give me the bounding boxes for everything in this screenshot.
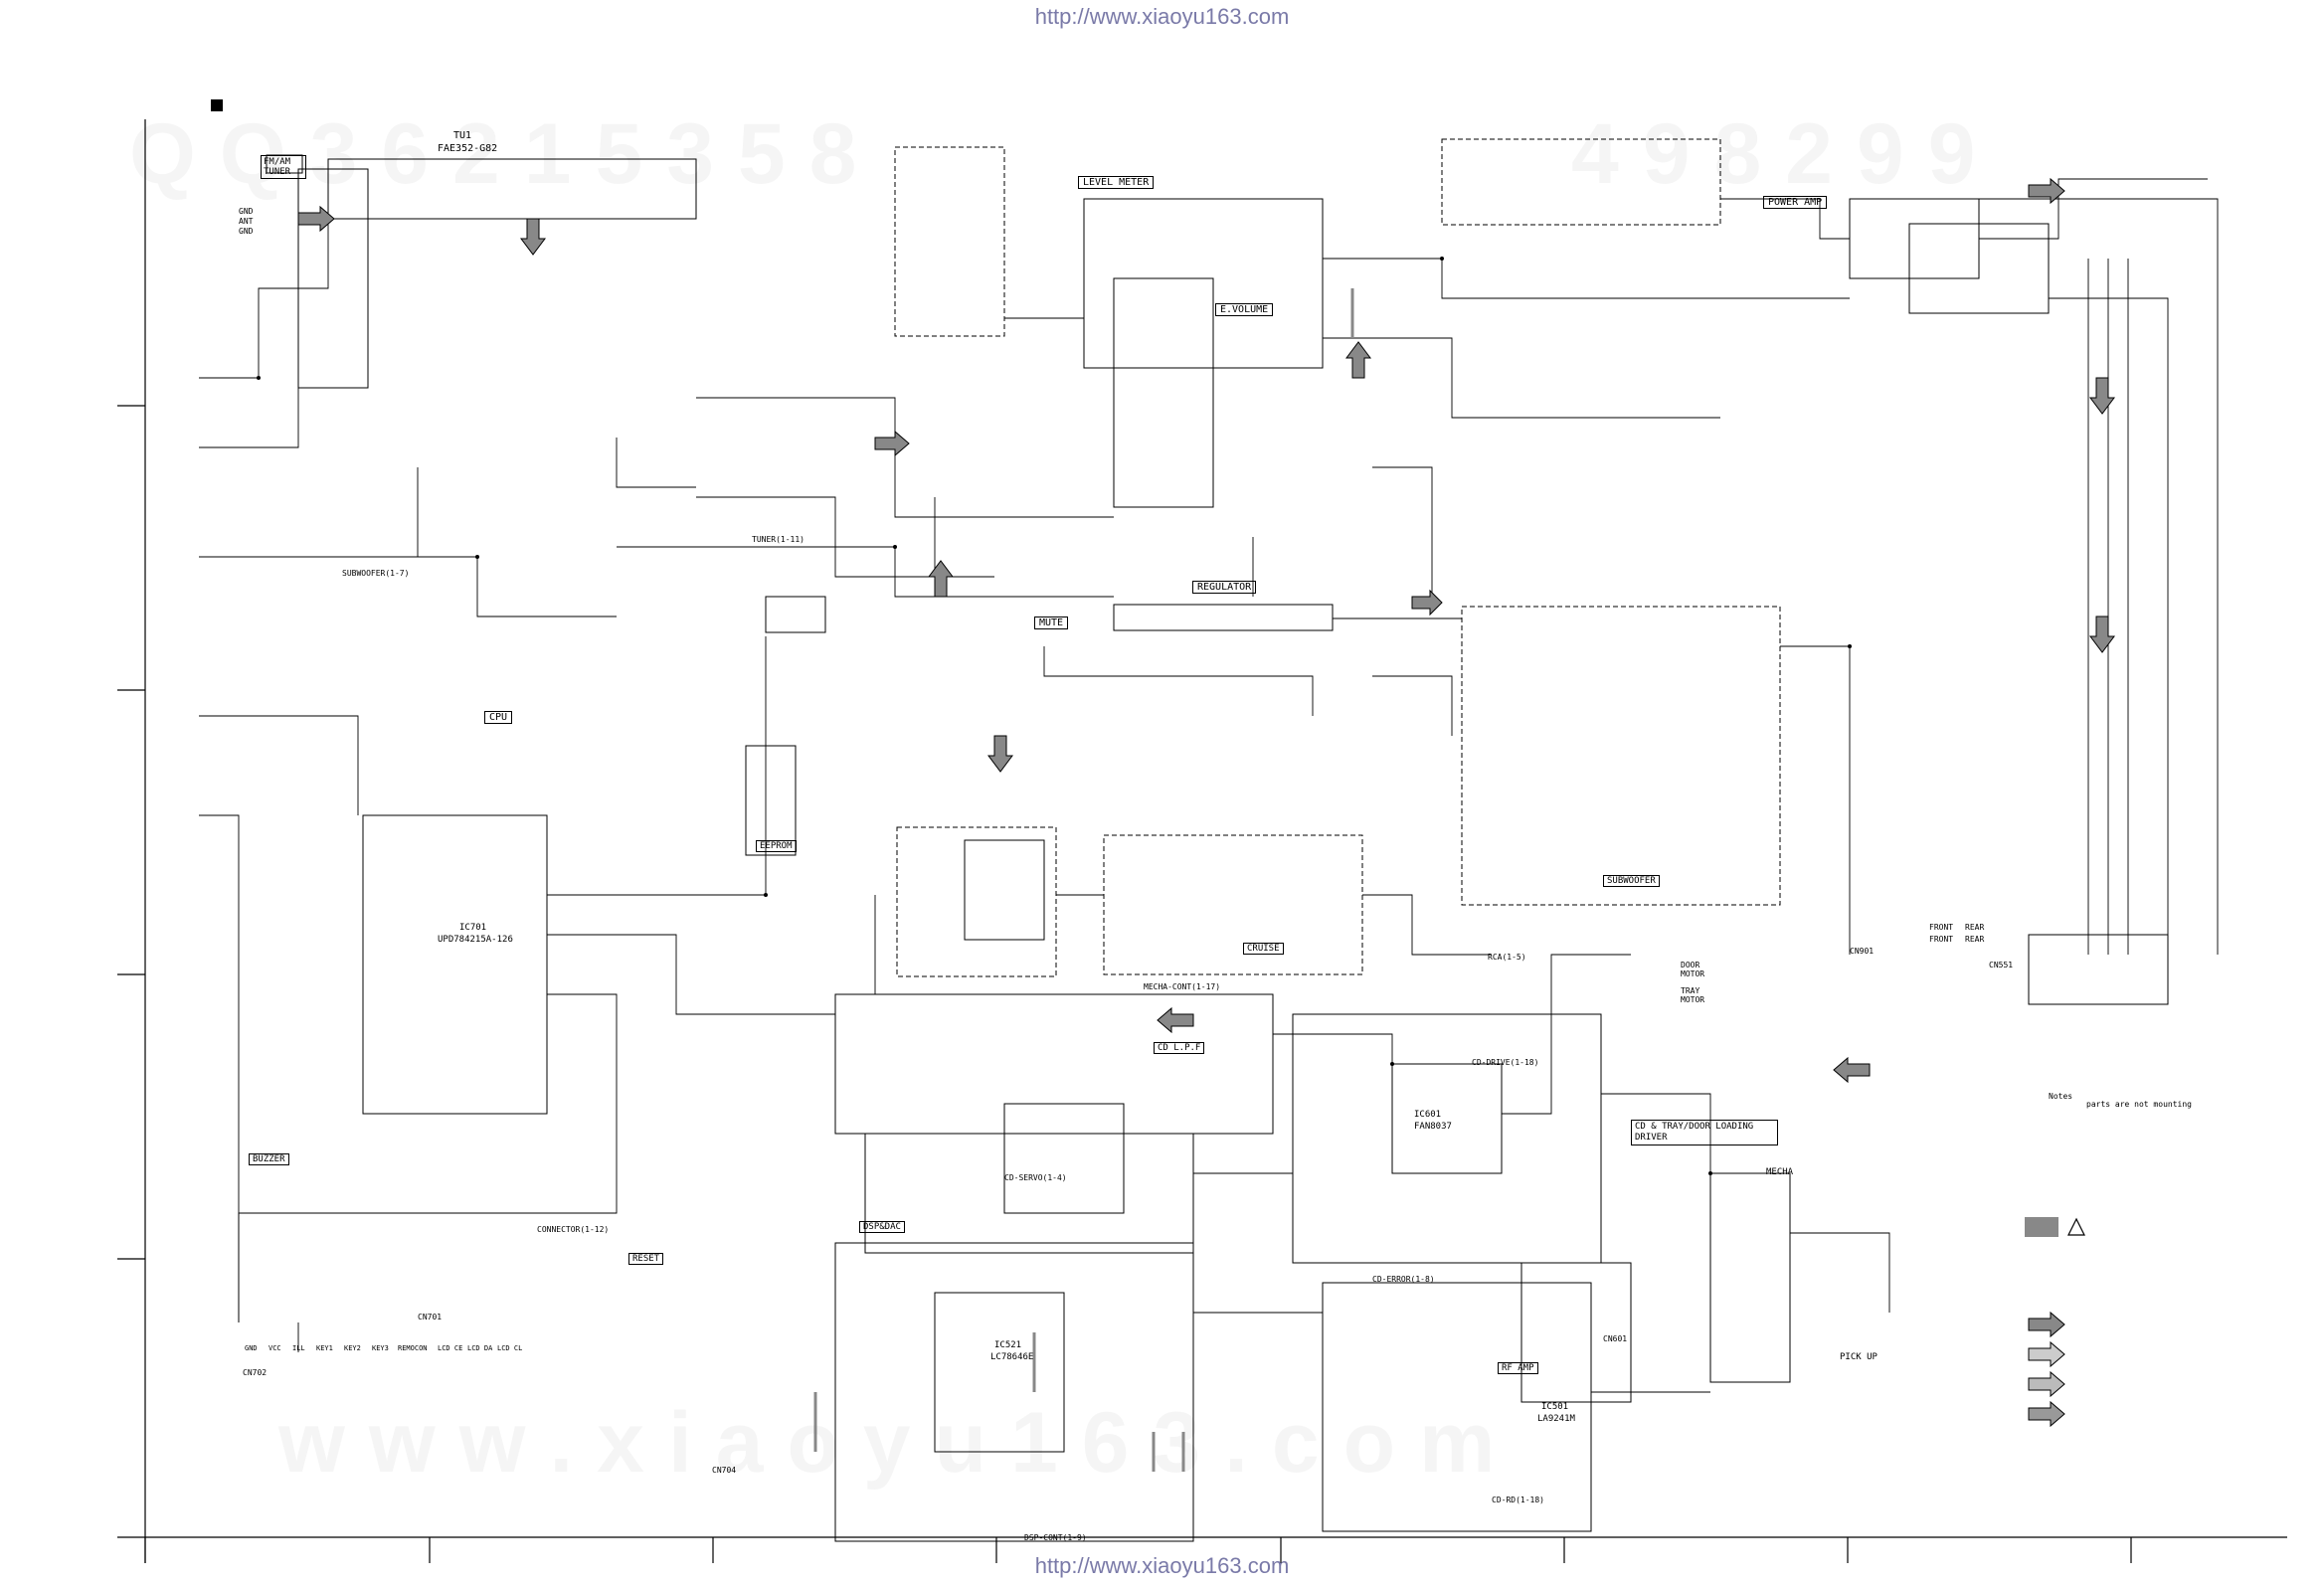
mute-label: MUTE (1034, 616, 1069, 629)
eeprom-label: EEPROM (756, 840, 797, 852)
subwoofer-connector-label: SUBWOOFER(1-7) (342, 569, 410, 578)
rf-part-label: LA9241M (1537, 1414, 1575, 1424)
antenna-label-3: GND (239, 227, 254, 236)
cd-servo-label: CD-SERVO(1-4) (1004, 1173, 1067, 1182)
cd-drive-label: CD-DRIVE(1-18) (1472, 1058, 1539, 1067)
power-label-2: REAR (1965, 923, 1985, 932)
bottom-pin-label-5: KEY2 (344, 1344, 361, 1352)
bottom-pin-label-10: LCD CL (497, 1344, 523, 1352)
cd-rd-label: CD-RD(1-18) (1492, 1496, 1544, 1504)
bottom-pin-label-7: REMOCON (398, 1344, 428, 1352)
cd-error-label: CD-ERROR(1-8) (1372, 1275, 1435, 1284)
rca-label: RCA(1-5) (1488, 953, 1526, 962)
cn701-label: CN701 (418, 1313, 443, 1321)
tuner-connector-label: TUNER(1-11) (752, 535, 804, 544)
buzzer-label: BUZZER (249, 1153, 289, 1165)
bottom-pin-label-3: ILL (292, 1344, 305, 1352)
power-label-1: FRONT (1929, 923, 1954, 932)
reset-label: RESET (628, 1253, 664, 1265)
tuner-part-label: FAE352-G82 (438, 143, 498, 154)
tuner-module-label: TU1 (453, 130, 472, 141)
drive-part-label: FAN8037 (1414, 1122, 1452, 1132)
tray-motor-label: TRAY MOTOR (1681, 986, 1705, 1004)
cn601-label: CN601 (1603, 1334, 1628, 1343)
regulator-label: REGULATOR (1192, 581, 1257, 594)
cn704-label: CN704 (712, 1466, 737, 1475)
drive-ic-label: IC601 (1414, 1110, 1442, 1120)
rf-ic-label: IC501 (1541, 1402, 1569, 1412)
bottom-pin-label-8: LCD CE (438, 1344, 463, 1352)
mecha-label: MECHA (1766, 1167, 1794, 1177)
notes-text: parts are not mounting (2086, 1100, 2192, 1109)
dsp-cont-label: DSP-CONT(1-9) (1024, 1533, 1087, 1542)
signal-arrows (297, 177, 2115, 1428)
bottom-pin-label-2: VCC (268, 1344, 281, 1352)
connector-label: CONNECTOR(1-12) (537, 1225, 610, 1234)
notes-label: Notes (2049, 1092, 2073, 1101)
cpu-label: CPU (484, 711, 513, 724)
cd-tray-driver-label: CD & TRAY/DOOR LOADING DRIVER (1631, 1120, 1778, 1145)
bottom-pin-label-1: GND (245, 1344, 258, 1352)
subwoofer-label: SUBWOOFER (1603, 875, 1660, 887)
bottom-pin-label-4: KEY1 (316, 1344, 333, 1352)
rf-amp-label: RF AMP (1498, 1362, 1538, 1374)
bottom-pin-label-9: LCD DA (467, 1344, 493, 1352)
cn551-label: CN551 (1989, 961, 2014, 969)
bottom-pin-label-6: KEY3 (372, 1344, 389, 1352)
dsp-ic-label: IC521 (994, 1340, 1022, 1350)
level-meter-label: LEVEL METER (1078, 176, 1155, 189)
e-volume-label: E.VOLUME (1215, 303, 1274, 316)
fm-am-tuner-label: FM/AM TUNER (261, 155, 306, 179)
cn702-label: CN702 (243, 1368, 268, 1377)
mecha-cont-label: MECHA-CONT(1-17) (1144, 982, 1221, 991)
cpu-ic-label: IC701 (459, 923, 487, 933)
cd-lpf-label: CD L.P.F (1154, 1042, 1205, 1054)
antenna-label-1: GND (239, 207, 254, 216)
antenna-label-2: ANT (239, 217, 254, 226)
dsp-part-label: LC78646E (990, 1352, 1034, 1362)
power-label-3: FRONT (1929, 935, 1954, 944)
cruise-label: CRUISE (1243, 943, 1284, 955)
watermark-top: http://www.xiaoyu163.com (1034, 4, 1290, 29)
cn901-label: CN901 (1850, 947, 1875, 956)
door-motor-label: DOOR MOTOR (1681, 961, 1705, 978)
pick-up-label: PICK UP (1840, 1352, 1877, 1362)
cpu-part-label: UPD784215A-126 (438, 935, 513, 945)
watermark-bottom: http://www.xiaoyu163.com (1034, 1553, 1290, 1578)
power-label-4: REAR (1965, 935, 1985, 944)
power-amp-label: POWER AMP (1763, 196, 1828, 209)
dsp-dac-label: DSP&DAC (859, 1221, 905, 1233)
